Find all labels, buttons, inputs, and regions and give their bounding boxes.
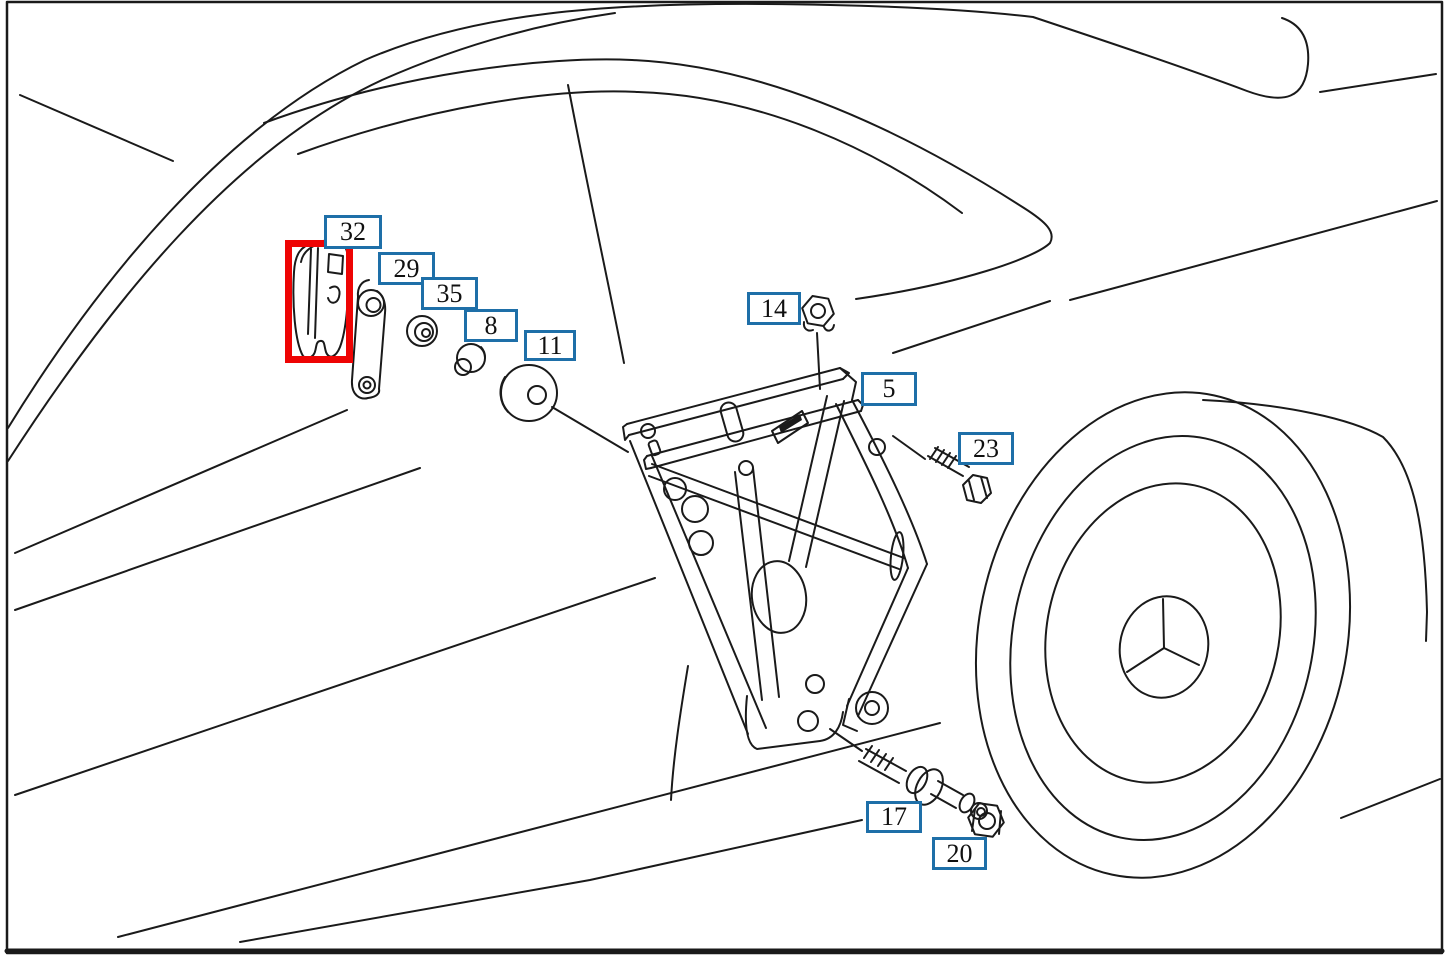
rocker-line-2 xyxy=(239,819,863,943)
rear-lower-dash xyxy=(1340,778,1441,819)
door-rear-edge xyxy=(670,665,689,801)
rim-outer xyxy=(1009,435,1317,841)
door-crease-line xyxy=(14,577,656,796)
b-pillar-line xyxy=(567,84,625,364)
rim-inner xyxy=(1044,482,1282,784)
exploded-axis-line xyxy=(551,406,629,453)
window-frame-outer xyxy=(263,58,1053,300)
beltline-left-2 xyxy=(14,467,421,611)
callout-8[interactable]: 8 xyxy=(464,309,518,342)
rear-quarter-curve xyxy=(1202,399,1428,642)
grommet-part xyxy=(406,315,438,347)
roller-part xyxy=(499,364,558,422)
hub-cap xyxy=(1118,595,1210,699)
callout-17[interactable]: 17 xyxy=(866,801,922,833)
callout-35[interactable]: 35 xyxy=(421,277,478,310)
beltline-right-2 xyxy=(892,300,1051,354)
callout-20[interactable]: 20 xyxy=(932,837,987,870)
mercedes-star-icon xyxy=(1126,598,1200,673)
leader-line-23 xyxy=(892,435,926,460)
leader-line-14 xyxy=(816,332,821,390)
crank-handle-part xyxy=(350,279,387,400)
rear-deck-line xyxy=(1069,200,1438,301)
clip-part xyxy=(454,343,486,376)
page-border xyxy=(4,0,1445,955)
a-pillar-inner-line xyxy=(7,12,616,462)
roof-outer-line xyxy=(7,2,1310,429)
crank-handle-cover-part[interactable] xyxy=(292,239,350,360)
leader-line-17 xyxy=(829,728,863,752)
beltline-left-1 xyxy=(14,409,348,554)
rear-wheel xyxy=(974,391,1352,879)
window-frame-inner xyxy=(297,90,963,214)
cowl-line xyxy=(19,94,174,162)
trunk-dash-line xyxy=(1319,73,1437,93)
nut-20-part xyxy=(967,802,1005,838)
rocker-line-1 xyxy=(117,722,941,938)
window-regulator-part xyxy=(551,332,928,752)
callout-11[interactable]: 11 xyxy=(524,330,576,361)
callout-5[interactable]: 5 xyxy=(861,372,917,406)
highlight-box xyxy=(285,240,353,363)
callout-23[interactable]: 23 xyxy=(958,432,1014,465)
car-body-outline xyxy=(7,2,1441,943)
callout-14[interactable]: 14 xyxy=(747,292,801,325)
nut-14-part xyxy=(801,295,835,332)
callout-32[interactable]: 32 xyxy=(324,215,382,249)
tire-outline xyxy=(974,391,1352,879)
